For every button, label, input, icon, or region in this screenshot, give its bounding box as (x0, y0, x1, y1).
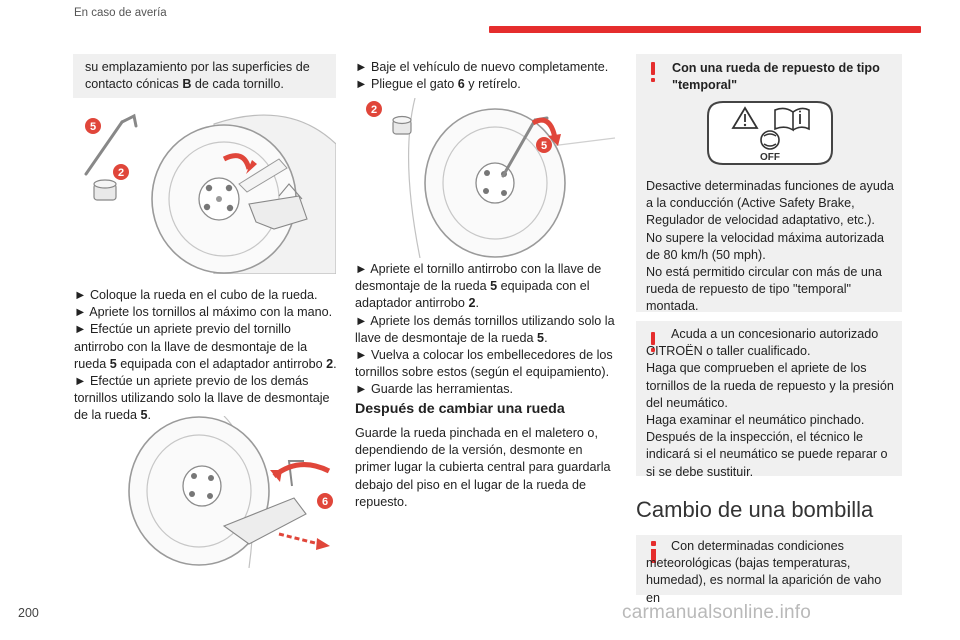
col2-top-steps: ► Baje el vehículo de nuevo completament… (355, 59, 620, 93)
step-item: ► Coloque la rueda en el cubo de la rued… (74, 288, 318, 302)
info-icon-bar (651, 549, 656, 563)
safety-brake-icon (760, 130, 780, 150)
page-number: 200 (18, 606, 39, 620)
col1-steps: ► Coloque la rueda en el cubo de la rued… (74, 287, 338, 425)
after-change-paragraph: Guarde la rueda pinchada en el maletero … (355, 426, 611, 509)
warning-box-dealer (636, 321, 902, 476)
warning-box-temporary-wheel (636, 54, 902, 312)
info-box-condensation (636, 535, 902, 595)
watermark-footer: carmanualsonline.info (622, 602, 812, 623)
figure-final-tightening: 2 5 (366, 98, 616, 258)
section-heading-bulb: Cambio de una bombilla (636, 497, 874, 522)
step-item: ► Apriete los demás tornillos utilizando… (355, 313, 615, 345)
warning1-title: Con una rueda de repuesto de tipo "tempo… (672, 61, 880, 93)
step-item: ► Guarde las herramientas. (355, 382, 514, 397)
step-item: ► Apriete los tornillos al máximo con la… (74, 305, 333, 320)
step-item: ► Apriete el tornillo antirrobo con la l… (355, 262, 602, 311)
svg-text:5: 5 (541, 140, 547, 152)
label-temporary-wheel: OFF (707, 101, 833, 165)
callout-2 (113, 164, 129, 180)
warning1-text: Desactive determinadas funciones de ayud… (646, 178, 896, 316)
step-item: ► Efectúe un apriete previo de los demás… (74, 374, 330, 423)
callout-5 (536, 137, 552, 153)
warning-line: No supere la velocidad máxima autorizada… (646, 230, 885, 262)
step-item: ► Vuelva a colocar los embellecedores de… (355, 348, 613, 380)
svg-text:5: 5 (90, 121, 96, 133)
header-accent-bar (489, 26, 921, 33)
section-title: En caso de avería (74, 7, 167, 19)
warning-line: Acuda a un concesionario autorizado CITR… (646, 327, 879, 359)
info-icon (651, 541, 656, 546)
warning-line: Desactive determinadas funciones de ayud… (646, 179, 894, 228)
warning-line: Haga que comprueben el apriete de los to… (646, 361, 894, 410)
col2-steps: ► Apriete el tornillo antirrobo con la l… (355, 261, 620, 399)
warning-line: Después de la inspección, el técnico le … (646, 430, 888, 479)
callout-5 (85, 118, 101, 134)
step-item: ► Pliegue el gato 6 y retírelo. (355, 77, 521, 92)
svg-text:2: 2 (118, 167, 124, 179)
callout-6 (317, 493, 333, 509)
info-text: Con determinadas condiciones meteorológi… (646, 539, 882, 605)
svg-text:2: 2 (371, 104, 377, 116)
continuation-box (73, 54, 336, 98)
manual-book-icon (774, 107, 810, 132)
warning-triangle-icon (731, 106, 759, 129)
svg-text:6: 6 (322, 496, 328, 508)
warning2-text: Acuda a un concesionario autorizado CITR… (646, 326, 896, 481)
callout-2 (366, 101, 382, 117)
figure-wheel-jack: 6 (128, 416, 333, 568)
figure-wheel-antitheft-bolt: 5 2 (84, 113, 336, 274)
step-item: ► Baje el vehículo de nuevo completament… (355, 60, 609, 74)
off-label: OFF (760, 152, 780, 163)
warning-line: Haga examinar el neumático pinchado. (646, 413, 865, 428)
section-heading-after-change: Después de cambiar una rueda (355, 401, 565, 417)
warning-line: No está permitido circular con más de un… (646, 265, 882, 314)
step-item: ► Efectúe un apriete previo del tornillo… (74, 322, 337, 371)
